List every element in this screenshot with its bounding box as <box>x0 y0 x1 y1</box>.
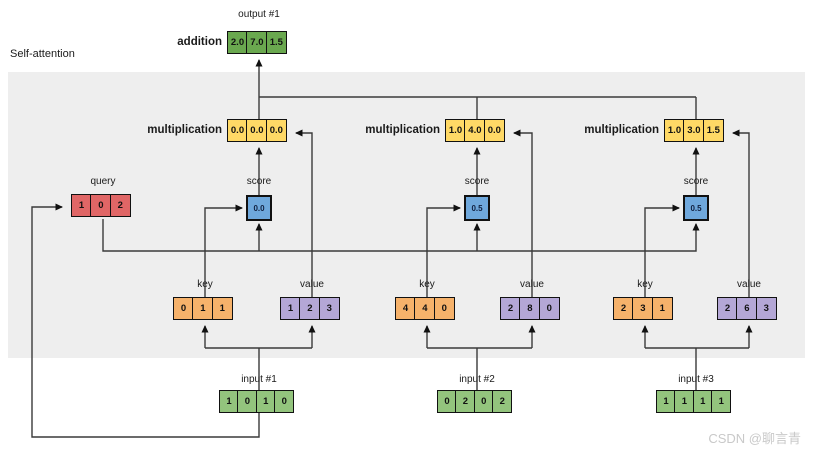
addition-label: addition <box>177 36 222 48</box>
value-cell: 2 <box>717 297 738 320</box>
input-1-cells: 1 0 1 0 <box>219 390 295 413</box>
input3-split <box>645 347 749 390</box>
mult-cell: 4.0 <box>464 119 486 142</box>
multiplication-3-label: multiplication <box>584 124 659 136</box>
input-cell: 1 <box>219 390 239 413</box>
input-cell: 1 <box>674 390 695 413</box>
mult-cell: 1.0 <box>445 119 466 142</box>
key-cell: 1 <box>192 297 214 320</box>
multiplication-3-cells: 1.0 3.0 1.5 <box>664 119 724 142</box>
key-cell: 0 <box>173 297 194 320</box>
key-2-cells: 4 4 0 <box>395 297 455 320</box>
input-cell: 0 <box>237 390 258 413</box>
value-cell: 1 <box>280 297 301 320</box>
key-cell: 4 <box>395 297 416 320</box>
key-cell: 2 <box>613 297 634 320</box>
key-3-label: key <box>637 279 653 290</box>
input-2-label: input #2 <box>459 374 495 385</box>
input-cell: 1 <box>711 390 732 413</box>
mult-cell: 1.0 <box>664 119 685 142</box>
value-cell: 6 <box>736 297 758 320</box>
mult-cell: 0.0 <box>483 119 505 142</box>
key-cell: 1 <box>651 297 673 320</box>
value-3-cells: 2 6 3 <box>717 297 777 320</box>
input-cell: 1 <box>692 390 713 413</box>
output-cell: 2.0 <box>227 31 248 54</box>
value-1-cells: 1 2 3 <box>280 297 340 320</box>
value-cell: 3 <box>755 297 777 320</box>
mult-cell: 1.5 <box>702 119 724 142</box>
query-label: query <box>90 176 116 187</box>
input-cell: 0 <box>473 390 494 413</box>
multiplication-1-cells: 0.0 0.0 0.0 <box>227 119 287 142</box>
score-2-label: score <box>464 176 490 187</box>
query-cells: 1 0 2 <box>71 194 131 217</box>
input-cell: 1 <box>255 390 276 413</box>
value-cell: 2 <box>500 297 521 320</box>
output-cell: 1.5 <box>265 31 287 54</box>
score-1-box: 0.0 <box>246 195 272 221</box>
csdn-watermark: CSDN @聊言青 <box>708 431 801 446</box>
value-3-label: value <box>737 279 761 290</box>
mult-cell: 0.0 <box>246 119 268 142</box>
value-1-label: value <box>300 279 324 290</box>
score-2-box: 0.5 <box>464 195 490 221</box>
value-2-label: value <box>520 279 544 290</box>
value-cell: 3 <box>318 297 340 320</box>
input2-split <box>427 347 532 390</box>
mult-cell: 3.0 <box>683 119 705 142</box>
output-cells: 2.0 7.0 1.5 <box>227 31 287 54</box>
score-1-label: score <box>246 176 272 187</box>
arrow-key1-to-score1 <box>204 204 243 297</box>
output-label: output #1 <box>238 9 280 20</box>
score-3-label: score <box>683 176 709 187</box>
key-2-label: key <box>419 279 435 290</box>
value-cell: 0 <box>538 297 560 320</box>
input-cell: 2 <box>492 390 513 413</box>
key-cell: 3 <box>632 297 654 320</box>
input1-split <box>205 347 312 390</box>
key-cell: 0 <box>433 297 455 320</box>
mult-cell: 0.0 <box>227 119 248 142</box>
score-3-box: 0.5 <box>683 195 709 221</box>
input-1-label: input #1 <box>241 374 277 385</box>
input-cell: 1 <box>656 390 676 413</box>
query-cell: 1 <box>71 194 92 217</box>
value-cell: 8 <box>519 297 541 320</box>
key-3-cells: 2 3 1 <box>613 297 673 320</box>
arrow-key3-to-score3 <box>644 204 680 297</box>
input-2-cells: 0 2 0 2 <box>437 390 513 413</box>
input-3-cells: 1 1 1 1 <box>656 390 732 413</box>
key-1-label: key <box>197 279 213 290</box>
input-3-label: input #3 <box>678 374 714 385</box>
query-bus-to-score3 <box>102 219 700 252</box>
diagram-title: Self-attention <box>10 48 75 60</box>
input-cell: 0 <box>437 390 457 413</box>
arrow-key2-to-score2 <box>426 204 461 297</box>
key-cell: 1 <box>211 297 233 320</box>
mult-cell: 0.0 <box>265 119 287 142</box>
arrow-value2-to-mult2 <box>513 129 533 297</box>
multiplication-1-label: multiplication <box>147 124 222 136</box>
arrow-input1-to-query <box>31 203 260 438</box>
value-cell: 2 <box>299 297 321 320</box>
value-2-cells: 2 8 0 <box>500 297 560 320</box>
arrow-value3-to-mult3 <box>732 129 750 297</box>
multiplication-2-label: multiplication <box>365 124 440 136</box>
key-cell: 4 <box>414 297 436 320</box>
input-cell: 2 <box>455 390 476 413</box>
input-cell: 0 <box>274 390 295 413</box>
output-cell: 7.0 <box>246 31 268 54</box>
multiplication-2-cells: 1.0 4.0 0.0 <box>445 119 505 142</box>
query-cell: 2 <box>109 194 131 217</box>
key-1-cells: 0 1 1 <box>173 297 233 320</box>
arrow-value1-to-mult1 <box>295 129 313 297</box>
query-cell: 0 <box>90 194 112 217</box>
